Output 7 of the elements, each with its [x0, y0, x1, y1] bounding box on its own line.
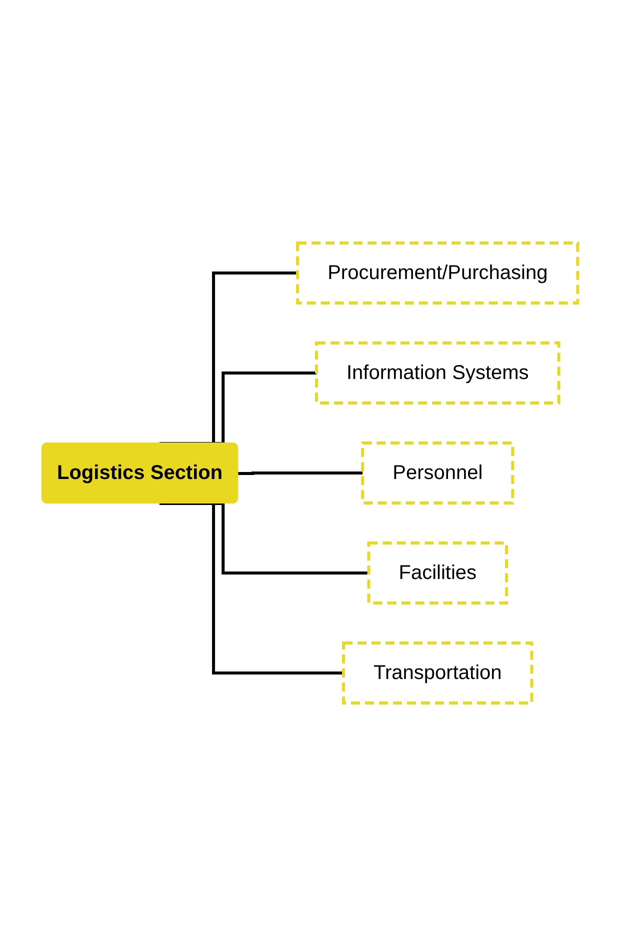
node-box: Personnel [361, 441, 514, 504]
node-box: Transportation [342, 641, 534, 704]
connector [238, 471, 363, 474]
node-box: Procurement/Purchasing [296, 241, 580, 304]
node-box: Facilities [367, 541, 508, 604]
connector [160, 502, 344, 674]
node-box: Information Systems [315, 341, 560, 404]
